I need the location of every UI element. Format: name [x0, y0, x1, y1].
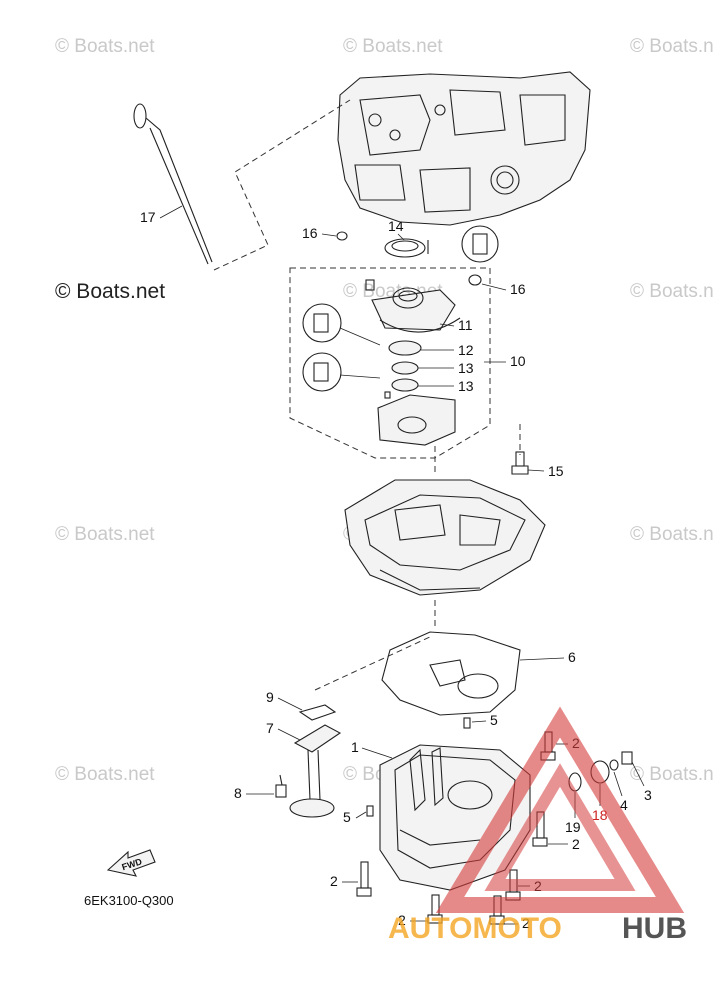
gasket-6: [381, 631, 521, 716]
lower-housing: [377, 391, 456, 446]
watermark: © Boats.net: [630, 281, 714, 302]
callout-17: 17: [140, 209, 156, 225]
bolt-15: [511, 424, 529, 475]
callout-18: 18: [592, 807, 608, 823]
dowel-5b: [366, 805, 374, 817]
callout-13: 13: [458, 360, 474, 376]
watermark: © Boats.net: [630, 524, 714, 545]
oil-seal-14: [384, 238, 426, 258]
callout-6: 6: [568, 649, 576, 665]
watermark: © Boats.net: [55, 36, 155, 57]
oil-seal-13b: [391, 378, 419, 392]
engine-block: [337, 71, 591, 226]
oil-seal-13a: [391, 361, 419, 375]
upper-casing: [344, 479, 546, 596]
gasket-9: [298, 704, 337, 721]
o-ring-16b: [468, 274, 482, 286]
logo-text-part2: HUB: [622, 912, 687, 945]
watermark: © Boats.net: [55, 524, 155, 545]
bolt-8: [275, 774, 287, 798]
callout-8: 8: [234, 785, 242, 801]
o-ring-16a: [336, 231, 348, 241]
callout-11: 11: [458, 317, 473, 333]
callout-16: 16: [510, 281, 526, 297]
callout-9: 9: [266, 689, 274, 705]
callout-1: 1: [351, 739, 359, 755]
callout-15: 15: [548, 463, 564, 479]
fwd-arrow-icon: FWD: [106, 849, 156, 877]
callout-2: 2: [330, 873, 338, 889]
seal-detail-mid: [302, 303, 381, 346]
diagram-code: 6EK3100-Q300: [84, 893, 174, 908]
callout-16: 16: [302, 225, 318, 241]
logo-text-part1: AUTOMOTO: [388, 912, 562, 945]
seal-detail-low: [302, 352, 381, 392]
callout-4: 4: [620, 797, 628, 813]
oil-strainer-7: [289, 724, 342, 818]
watermark: © Boats.net: [343, 36, 443, 57]
dipstick: [133, 99, 351, 271]
watermark: © Boats.net: [630, 36, 714, 57]
watermark-dark: © Boats.net: [55, 280, 165, 303]
callout-7: 7: [266, 720, 274, 736]
callout-5: 5: [343, 809, 351, 825]
watermark: © Boats.net: [55, 764, 155, 785]
callout-12: 12: [458, 342, 474, 358]
callout-2: 2: [398, 912, 406, 928]
automotohub-logo: AUTOMOTO HUB: [388, 706, 687, 945]
dowel-5a: [463, 717, 471, 729]
oil-seal-housing: [365, 279, 461, 333]
callout-19: 19: [565, 819, 581, 835]
callout-10: 10: [510, 353, 526, 369]
callout-5: 5: [490, 712, 498, 728]
callout-2: 2: [572, 836, 580, 852]
callout-14: 14: [388, 218, 404, 234]
seal-detail-top: [427, 225, 499, 263]
callout-13: 13: [458, 378, 474, 394]
callout-2: 2: [522, 915, 530, 931]
watermark: © Boats.net: [630, 764, 714, 785]
oil-seal-12: [388, 340, 422, 356]
leader: [314, 635, 433, 691]
callout-3: 3: [644, 787, 652, 803]
